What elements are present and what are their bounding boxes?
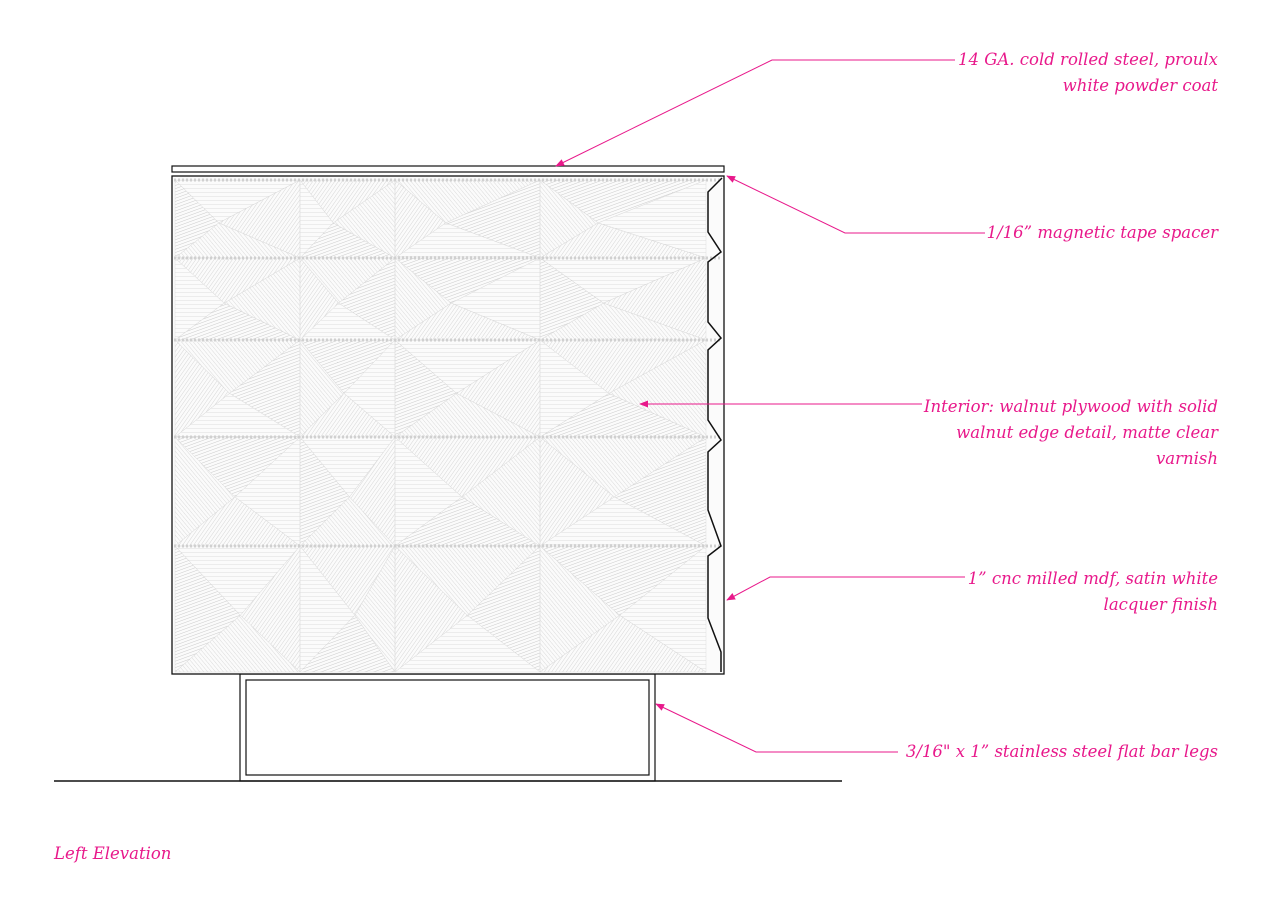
note-line: 1/16” magnetic tape spacer [986,223,1218,242]
milled-facet [539,545,621,673]
leader-mdf [726,576,965,601]
milled-facet [539,339,610,438]
note-interior: Interior: walnut plywood with solid waln… [924,394,1218,472]
leader-steel-top [555,59,955,167]
flat-bar-legs [239,673,656,782]
note-line: 1” cnc milled mdf, satin white [967,569,1218,588]
steel-top-plate [171,165,725,173]
milled-facet [539,436,615,547]
milled-facet [394,436,463,547]
milled-panel [171,175,725,675]
milled-facet [174,179,220,259]
milled-facet [299,339,345,438]
note-steel-top: 14 GA. cold rolled steel, proulx white p… [958,47,1218,99]
milled-facet [539,257,604,341]
milled-facet [394,257,452,341]
note-line: white powder coat [1062,76,1218,95]
milled-facets [174,179,707,673]
leader-lines [555,59,985,753]
leader-legs [655,703,898,753]
milled-facet [299,179,334,259]
note-mdf-panel: 1” cnc milled mdf, satin white lacquer f… [968,566,1218,618]
note-line: lacquer finish [1103,595,1218,614]
milled-facet [299,257,339,341]
edge-profile [707,177,723,672]
note-line: 3/16" x 1” stainless steel flat bar legs [905,742,1218,761]
milled-facet [174,257,225,341]
milled-facet [174,436,236,547]
note-line: Interior: walnut plywood with solid [923,397,1218,416]
milled-facet [539,179,599,259]
leader-tape-spacer [726,175,985,234]
panel-row-dividers [174,178,722,548]
drawing-caption: Left Elevation [54,844,172,863]
note-legs: 3/16" x 1” stainless steel flat bar legs [906,739,1218,765]
milled-facet [394,179,447,259]
milled-facet [174,545,241,673]
note-tape-spacer: 1/16” magnetic tape spacer [987,220,1218,246]
note-line: 14 GA. cold rolled steel, proulx [957,50,1218,69]
milled-facet [299,545,356,673]
note-line: walnut edge detail, matte clear [956,423,1218,442]
milled-facet [394,545,468,673]
milled-facet [299,436,350,547]
milled-facet [394,339,457,438]
note-line: varnish [1155,449,1218,468]
milled-facet [174,339,230,438]
